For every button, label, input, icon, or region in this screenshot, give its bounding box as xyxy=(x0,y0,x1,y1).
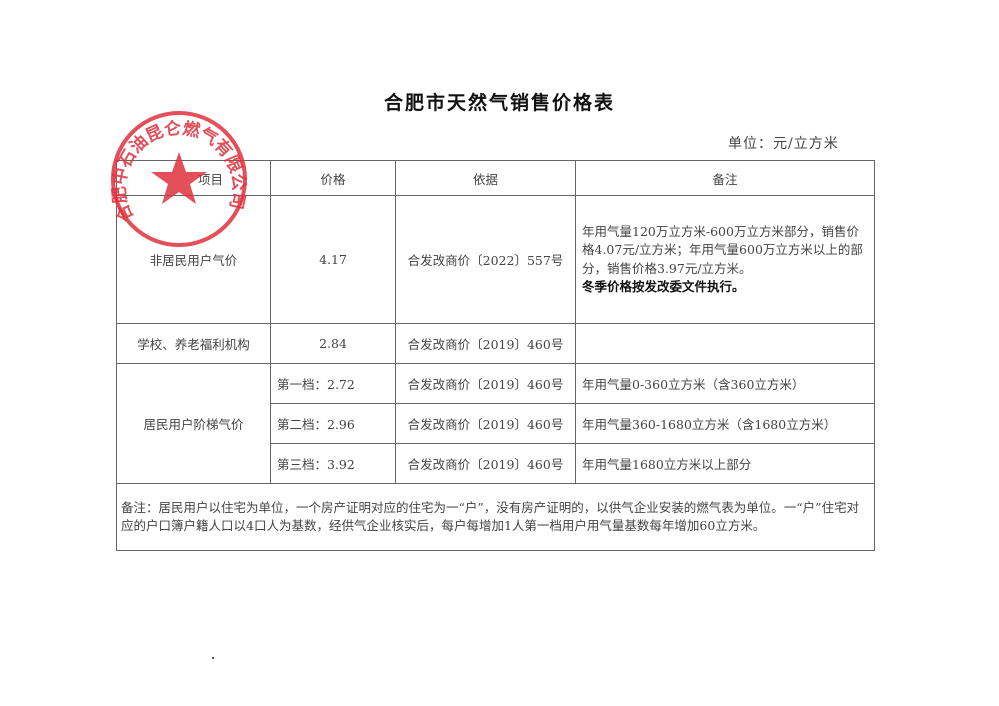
footnote-row: 备注：居民用户以住宅为单位，一个房产证明对应的住宅为一“户”，没有房产证明的，以… xyxy=(116,483,875,551)
table-row: 非居民用户气价 4.17 合发改商价〔2022〕557号 年用气量120万立方米… xyxy=(116,195,875,324)
header-basis: 依据 xyxy=(395,160,576,196)
header-price: 价格 xyxy=(270,160,396,196)
unit-label: 单位：元/立方米 xyxy=(728,136,839,152)
price-tier-1: 第一档：2.72 xyxy=(270,363,396,404)
remark-text: 年用气量120万立方米-600万立方米部分，销售价格4.07元/立方米；年用气量… xyxy=(582,223,863,276)
table-row: 第二档：2.96 合发改商价〔2019〕460号 年用气量360-1680立方米… xyxy=(117,403,875,444)
item-residential: 居民用户阶梯气价 xyxy=(116,363,271,484)
price-school: 2.84 xyxy=(270,323,396,364)
table-row: 居民用户阶梯气价 第一档：2.72 合发改商价〔2019〕460号 年用气量0-… xyxy=(116,363,875,484)
price-tier-3: 第三档：3.92 xyxy=(270,443,396,484)
price-non-residential: 4.17 xyxy=(270,195,396,324)
basis-tier-2: 合发改商价〔2019〕460号 xyxy=(395,403,576,444)
item-non-residential: 非居民用户气价 xyxy=(116,195,271,324)
scan-speck xyxy=(212,657,214,659)
price-table: 项目 价格 依据 备注 非居民用户气价 4.17 合发改商价〔2022〕557号… xyxy=(116,160,875,551)
basis-tier-1: 合发改商价〔2019〕460号 xyxy=(395,363,576,404)
remark-non-residential: 年用气量120万立方米-600万立方米部分，销售价格4.07元/立方米；年用气量… xyxy=(575,195,875,324)
header-remark: 备注 xyxy=(575,160,875,196)
remark-tier-1: 年用气量0-360立方米（含360立方米） xyxy=(575,363,875,404)
price-tier-2: 第二档：2.96 xyxy=(270,403,396,444)
basis-school: 合发改商价〔2019〕460号 xyxy=(395,323,576,364)
footnote: 备注：居民用户以住宅为单位，一个房产证明对应的住宅为一“户”，没有房产证明的，以… xyxy=(116,483,875,551)
remark-school xyxy=(575,323,875,364)
basis-non-residential: 合发改商价〔2022〕557号 xyxy=(395,195,576,324)
header-item: 项目 xyxy=(116,160,271,196)
table-header-row: 项目 价格 依据 备注 xyxy=(116,160,875,196)
item-school: 学校、养老福利机构 xyxy=(116,323,271,364)
page-title: 合肥市天然气销售价格表 xyxy=(383,92,615,114)
remark-tier-2: 年用气量360-1680立方米（含1680立方米） xyxy=(575,403,875,444)
remark-tier-3: 年用气量1680立方米以上部分 xyxy=(575,443,875,484)
remark-bold-text: 冬季价格按发改委文件执行。 xyxy=(582,279,745,294)
table-row: 第三档：3.92 合发改商价〔2019〕460号 年用气量1680立方米以上部分 xyxy=(117,443,875,484)
basis-tier-3: 合发改商价〔2019〕460号 xyxy=(395,443,576,484)
table-row: 学校、养老福利机构 2.84 合发改商价〔2019〕460号 xyxy=(116,323,875,364)
